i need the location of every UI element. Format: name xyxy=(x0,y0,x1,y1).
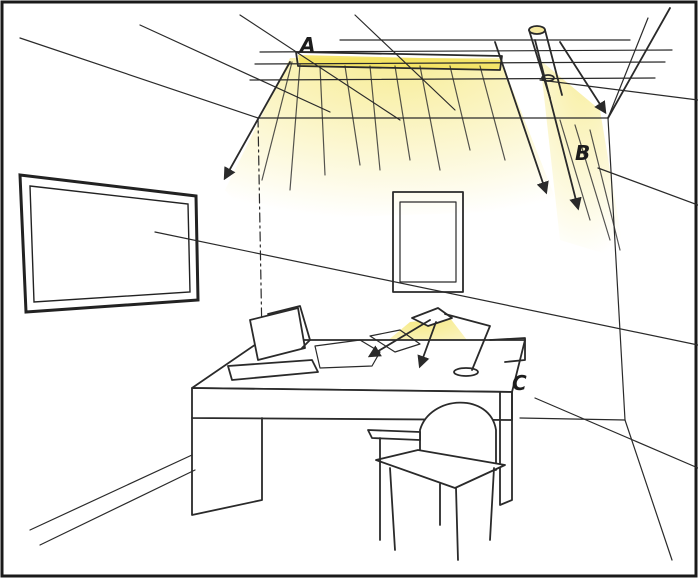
label-c: C xyxy=(512,371,527,395)
window-left xyxy=(20,175,198,312)
label-b: B xyxy=(575,141,590,165)
label-a: A xyxy=(298,33,315,57)
